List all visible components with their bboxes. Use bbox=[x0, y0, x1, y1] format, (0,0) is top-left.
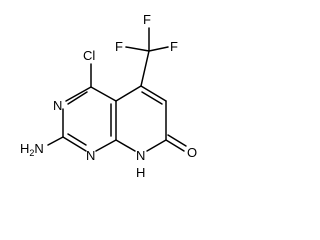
bond-n1-c8a bbox=[95, 139, 117, 152]
bond-c4-n3 bbox=[65, 86, 92, 102]
bond-c5-cf3 bbox=[140, 50, 150, 87]
oxygen-label: O bbox=[187, 145, 197, 160]
bond-c2-nh2 bbox=[47, 136, 64, 146]
bonds bbox=[47, 27, 187, 152]
amino-group-label: H2N bbox=[20, 141, 44, 158]
chemical-structure: Cl F F F N H2N N N H O bbox=[20, 12, 197, 180]
bond-c5-c6 bbox=[140, 85, 167, 102]
bond-c4a-c5 bbox=[115, 85, 142, 102]
atom-labels: Cl F F F N H2N N N H O bbox=[20, 12, 197, 180]
bond-c5-c6-double bbox=[141, 91, 163, 105]
bond-c-f3 bbox=[148, 46, 169, 52]
bond-n8-c8a bbox=[115, 139, 136, 152]
fluorine-label-top: F bbox=[143, 12, 151, 27]
bond-c2-n1-double bbox=[67, 133, 87, 146]
bond-c2-n1 bbox=[62, 136, 87, 152]
nitrogen-label-n8: N bbox=[136, 148, 145, 163]
nitrogen-label-n3: N bbox=[53, 98, 62, 113]
nitrogen-label-n1: N bbox=[86, 148, 95, 163]
bond-c4a-c4 bbox=[90, 86, 117, 102]
fluorine-label-right: F bbox=[170, 39, 178, 54]
fluorine-label-left: F bbox=[115, 39, 123, 54]
bond-c7-n8 bbox=[146, 139, 167, 152]
bond-c-f1 bbox=[125, 46, 150, 52]
bond-c7-o-double bbox=[167, 134, 187, 147]
hydrogen-label-n8: H bbox=[136, 165, 145, 180]
bond-c4-n3-double bbox=[67, 91, 88, 105]
chlorine-label: Cl bbox=[83, 48, 95, 63]
bond-c7-o bbox=[165, 139, 185, 152]
